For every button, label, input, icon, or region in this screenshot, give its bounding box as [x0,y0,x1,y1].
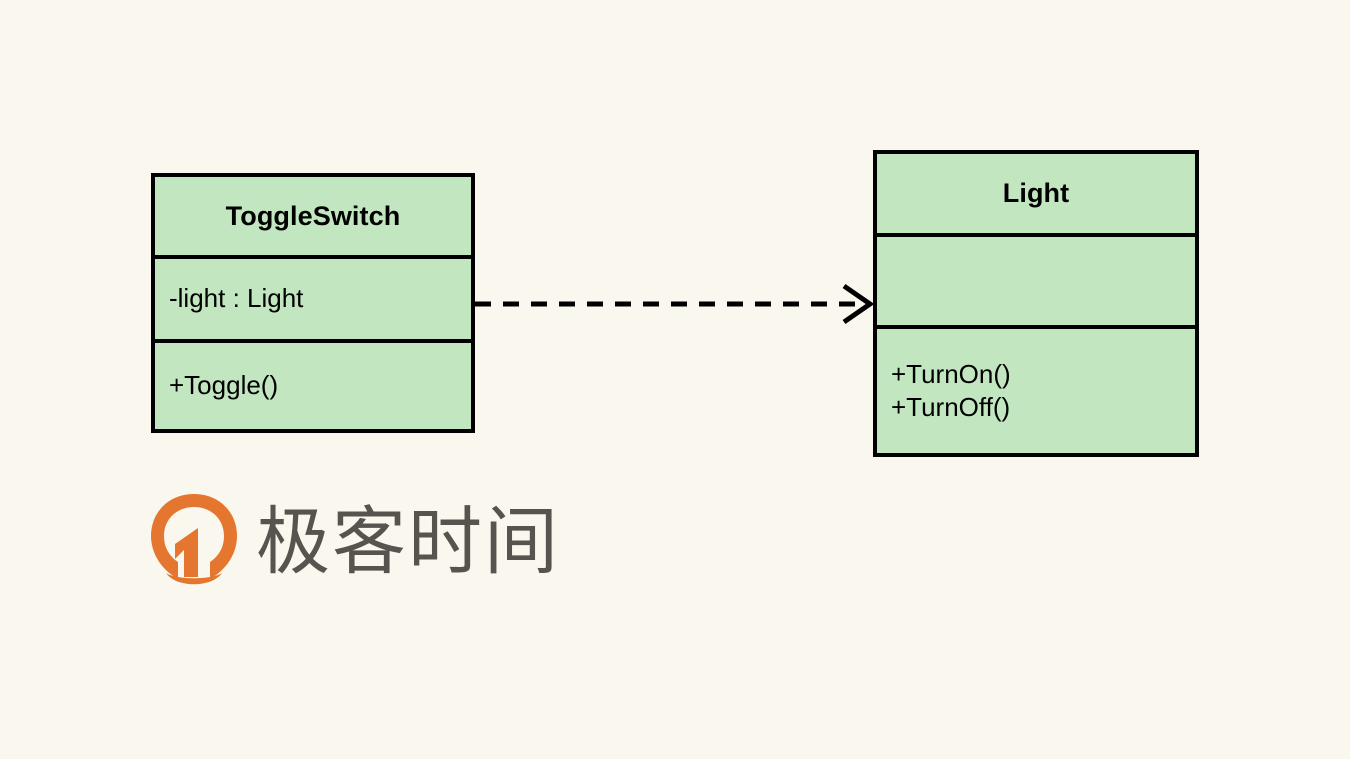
class-operations-compartment: +Toggle() [155,339,471,429]
class-operation-item: +Toggle() [169,370,279,401]
geektime-logo-icon [151,494,237,585]
dependency-arrow-connector [475,283,875,325]
class-name-label: ToggleSwitch [225,200,401,231]
brand-logo: 极客时间 [148,487,588,597]
logo-pointer-shape [175,528,198,577]
class-attributes-compartment: -light : Light [155,255,471,339]
class-operations-compartment: +TurnOn() +TurnOff() [877,325,1195,453]
class-attribute-item: -light : Light [169,283,304,314]
logo-smile-shape [166,573,222,585]
uml-class-light[interactable]: Light +TurnOn() +TurnOff() [873,150,1199,457]
class-name-compartment: ToggleSwitch [155,177,471,255]
uml-class-toggleswitch[interactable]: ToggleSwitch -light : Light +Toggle() [151,173,475,433]
class-name-compartment: Light [877,154,1195,233]
class-operation-item: +TurnOn() +TurnOff() [891,358,1011,422]
dependency-open-arrowhead [842,283,875,325]
class-attributes-compartment [877,233,1195,325]
class-name-label: Light [1002,178,1070,208]
logo-ring-shape [151,494,237,579]
brand-wordmark-label: 极客时间 [256,499,560,585]
